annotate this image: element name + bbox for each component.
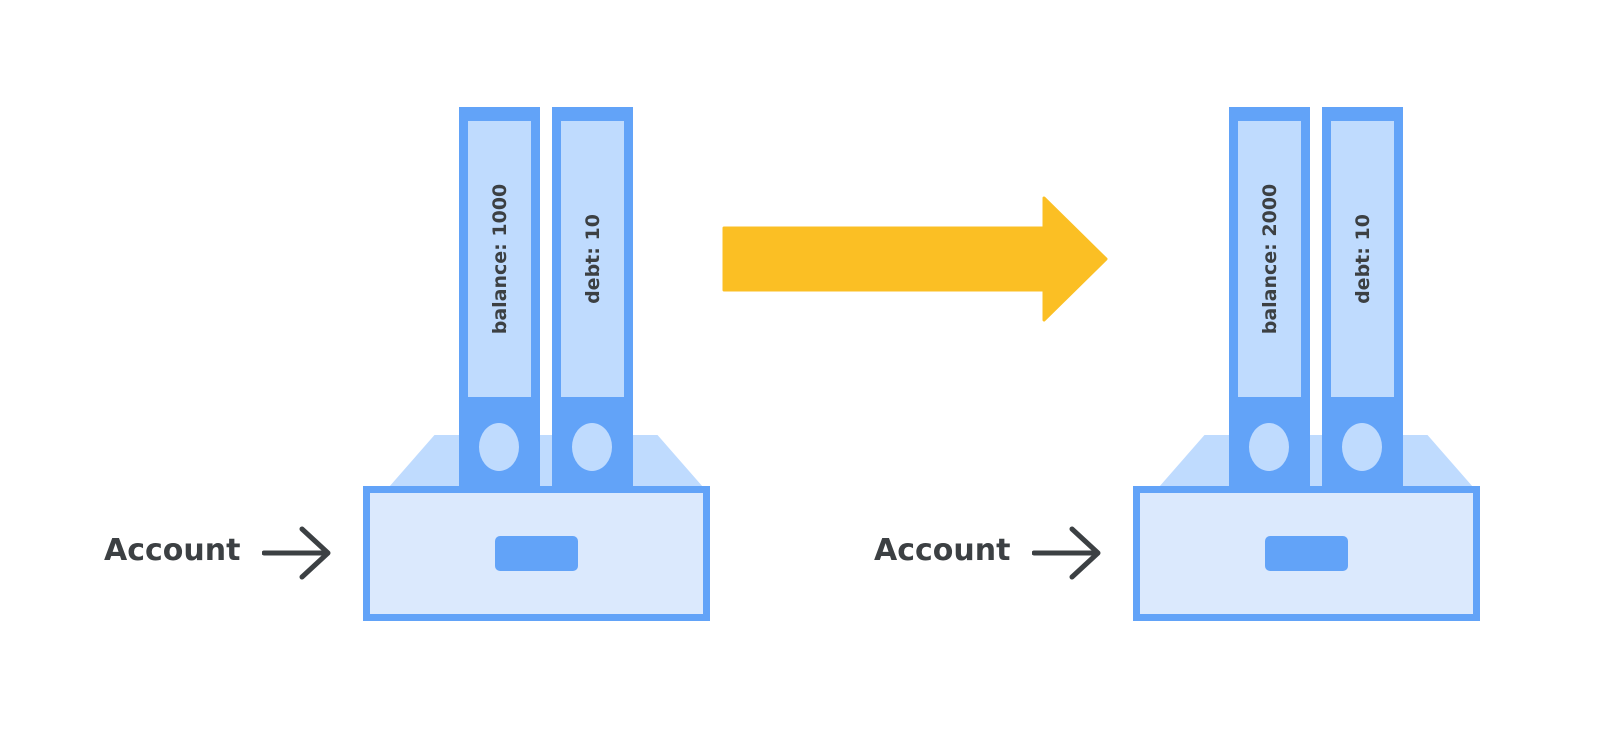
binder-ring-hole [479,423,519,471]
balance-label: balance: 1000 [488,183,511,335]
debt-label: debt: 10 [1351,214,1374,304]
binder-spine-label-area: balance: 1000 [468,121,531,397]
account-after: balance: 2000 debt: 10 Account [770,0,1570,741]
drawer-handle [1265,536,1348,571]
drawer-front [1133,486,1480,621]
binder-spine-label-area: balance: 2000 [1238,121,1301,397]
drawer-front [363,486,710,621]
right-arrow-icon [1032,526,1101,580]
binder-spine-label-area: debt: 10 [561,121,624,397]
binder-spine-label-area: debt: 10 [1331,121,1394,397]
account-label: Account [874,533,1011,568]
account-before: balance: 1000 debt: 10 Account [104,107,710,621]
binder-ring-hole [572,423,612,471]
drawer-back [382,435,710,495]
transition-arrow-icon [722,196,1108,322]
account-label: Account [104,533,241,568]
balance-binder: balance: 1000 [459,107,540,502]
drawer-back [1152,435,1480,495]
debt-binder: debt: 10 [552,107,633,502]
balance-binder: balance: 2000 [1229,107,1310,502]
debt-binder: debt: 10 [1322,107,1403,502]
drawer-handle [495,536,578,571]
balance-label: balance: 2000 [1258,183,1281,335]
binder-ring-hole [1342,423,1382,471]
right-arrow-icon [262,526,331,580]
binder-ring-hole [1249,423,1289,471]
debt-label: debt: 10 [581,214,604,304]
